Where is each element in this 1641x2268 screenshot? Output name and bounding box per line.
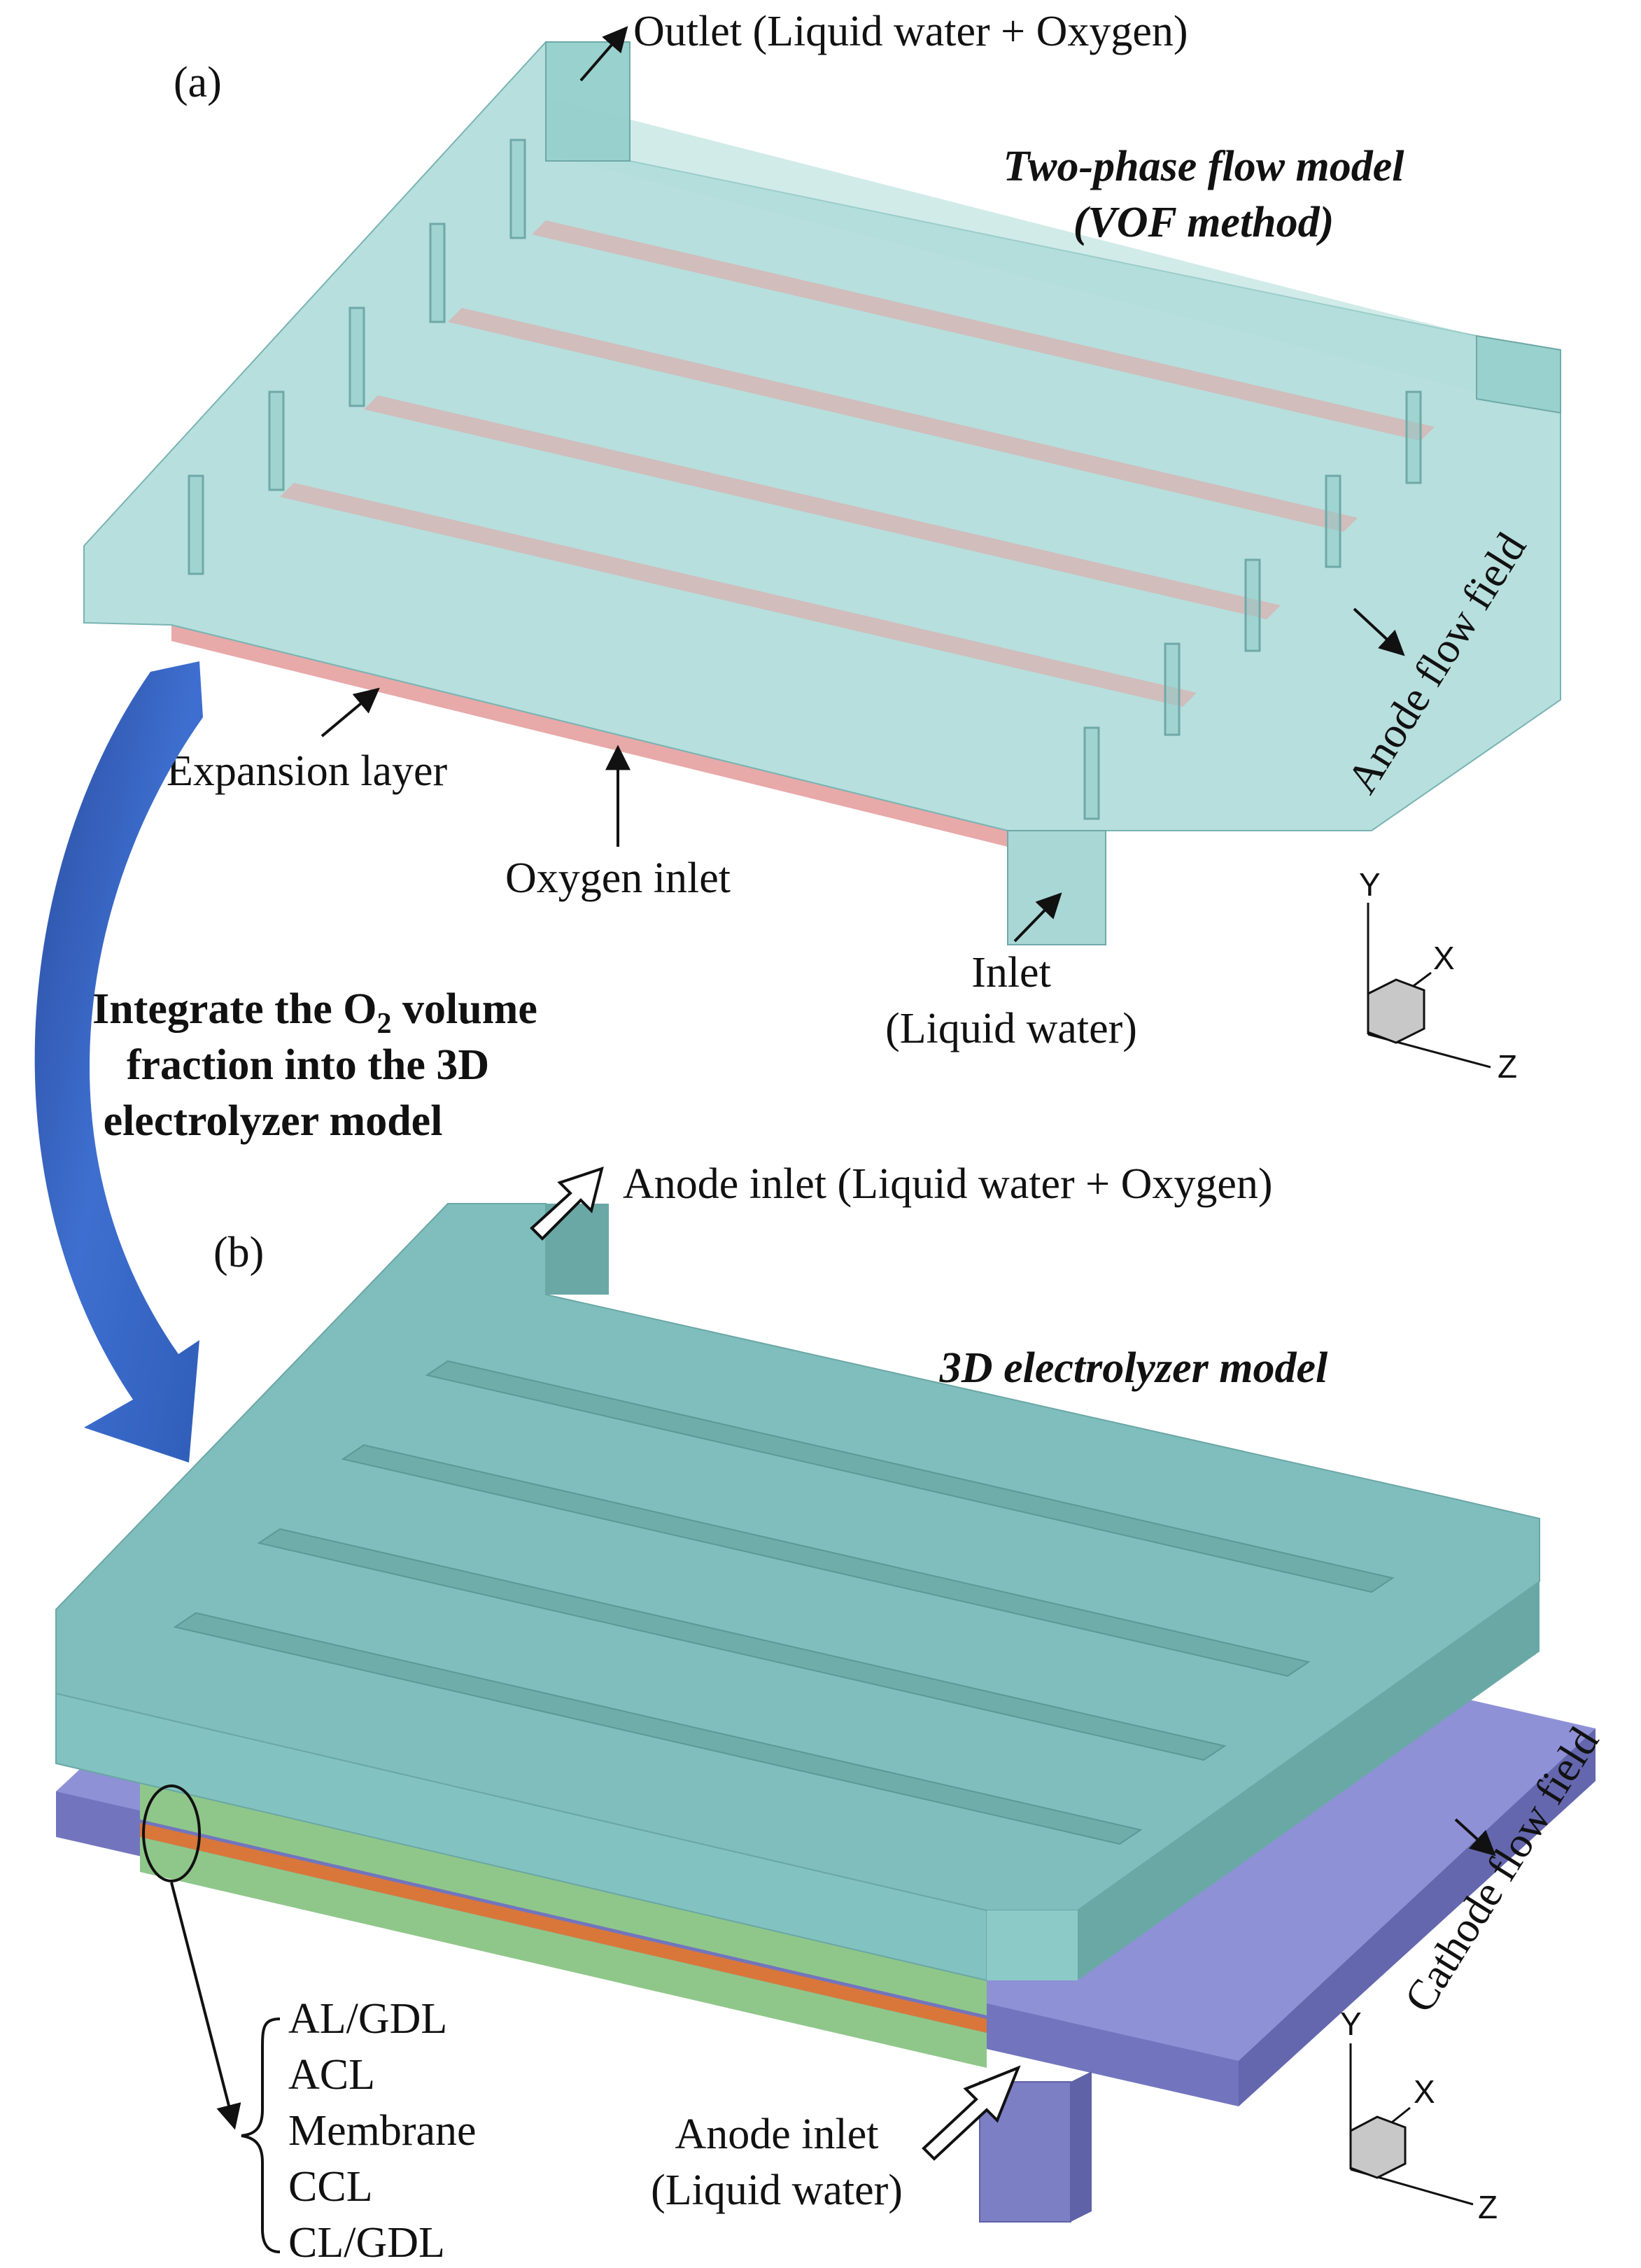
panel-a-title-line2: (VOF method)	[1073, 199, 1334, 246]
channel-plane-top	[546, 98, 1477, 392]
anode-inlet-block	[987, 1910, 1078, 1980]
outlet-manifold-b	[546, 1204, 609, 1295]
layer-label-1: AL/GDL	[288, 1995, 447, 2043]
channel-ribs	[188, 139, 1422, 820]
anode-outlet-label: Anode inlet (Liquid water + Oxygen)	[623, 1160, 1273, 1208]
anode-plate-side	[1078, 1582, 1540, 1980]
axis-y-label-b: Y	[1340, 2006, 1362, 2042]
axis-z-label-b: Z	[1478, 2189, 1498, 2225]
outlet-arrow	[579, 26, 628, 82]
anode-channels	[173, 1360, 1395, 1845]
inlet-manifold	[1007, 830, 1106, 945]
right-manifold	[1476, 334, 1561, 414]
panel-b-tag: (b)	[213, 1229, 264, 1276]
cathode-flowfield-arrow	[1454, 1818, 1496, 1857]
inlet-label-line2: (Liquid water)	[885, 1005, 1137, 1052]
inlet-label-line1: Inlet	[971, 949, 1051, 996]
channel-floor-1	[532, 220, 1435, 441]
expansion-layer-label: Expansion layer	[167, 747, 448, 795]
axis-x-label-b: X	[1414, 2073, 1435, 2110]
anode-inlet-label-line2: (Liquid water)	[651, 2167, 903, 2214]
axis-triad-b: Y X Z	[1340, 2006, 1498, 2225]
anode-inlet-label-line1: Anode inlet	[675, 2111, 879, 2158]
inlet-arrow	[1013, 892, 1062, 943]
membrane-layer	[140, 1823, 987, 2033]
channel-floor-2	[448, 308, 1358, 532]
axis-cube-icon-b	[1349, 2115, 1407, 2179]
integrate-line3: electrolyzer model	[104, 1097, 443, 1145]
axis-cube-icon	[1367, 978, 1425, 1044]
gdl-layer-bottom	[140, 1837, 987, 2068]
cathode-manifold-side	[1071, 2071, 1092, 2222]
panel-a-model	[83, 41, 1561, 945]
layer-callout-arrow	[170, 1882, 241, 2130]
outlet-manifold	[545, 41, 631, 162]
layer-brace	[241, 2017, 281, 2253]
layer-label-2: ACL	[288, 2051, 375, 2099]
axis-z-label: Z	[1498, 1048, 1517, 1085]
panel-b-model	[55, 1203, 1596, 2223]
layer-label-3: Membrane	[288, 2107, 477, 2155]
layer-callout-ellipse	[142, 1784, 201, 1882]
panel-b-title: 3D electrolyzer model	[939, 1344, 1328, 1392]
expansion-layer-arrow	[321, 687, 380, 738]
outlet-label: Outlet (Liquid water + Oxygen)	[633, 8, 1188, 55]
axis-triad-a: Y X Z	[1359, 866, 1517, 1085]
expansion-layer	[171, 625, 1008, 847]
anode-outlet-hollow-arrow	[530, 1166, 604, 1241]
axis-x-label: X	[1433, 940, 1455, 976]
integrate-line1: Integrate the O2 volume	[92, 985, 537, 1040]
cathode-flowfield-side	[1239, 1728, 1596, 2106]
gdl-layer-top	[140, 1777, 987, 2015]
channel-floor-4	[280, 483, 1197, 707]
integrate-line2: fraction into the 3D	[127, 1041, 489, 1089]
layer-label-5: CL/GDL	[288, 2219, 445, 2267]
axis-y-label: Y	[1359, 866, 1381, 903]
channel-floor-3	[364, 395, 1281, 619]
oxygen-inlet-label: Oxygen inlet	[505, 854, 731, 902]
anode-flowfield-arrow	[1353, 607, 1405, 656]
anode-inlet-hollow-arrow	[922, 2065, 1021, 2161]
layer-label-4: CCL	[288, 2163, 373, 2211]
panel-a-tag: (a)	[174, 59, 222, 106]
integration-arrow	[34, 661, 203, 1463]
panel-a-title-line1: Two-phase flow model	[1003, 143, 1405, 190]
